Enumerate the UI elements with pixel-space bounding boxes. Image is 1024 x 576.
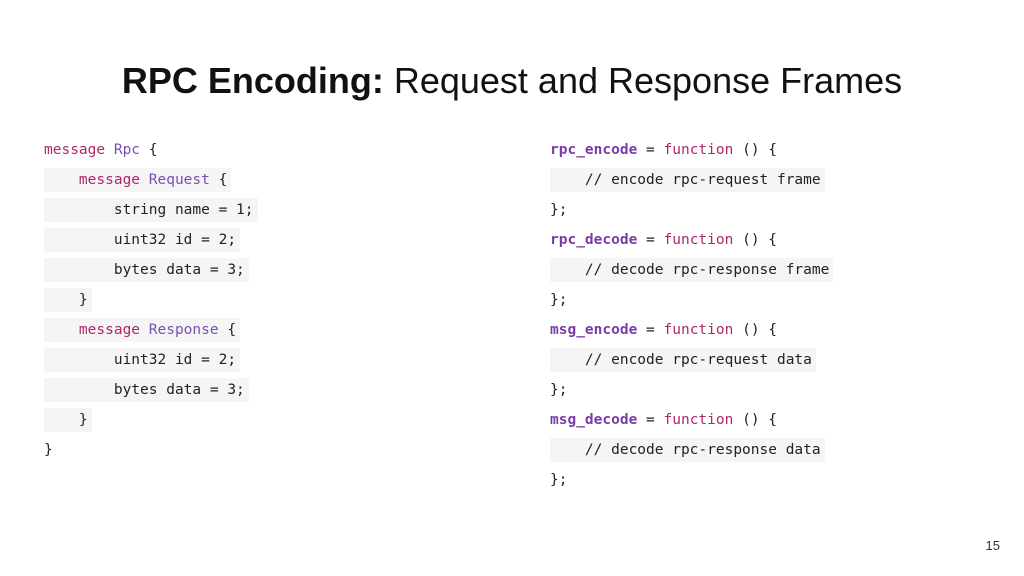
- code-line: };: [550, 198, 833, 228]
- code-text: bytes data = 3;: [44, 258, 249, 282]
- code-line: bytes data = 3;: [44, 258, 258, 288]
- code-text: {: [209, 172, 228, 188]
- code-text: };: [550, 202, 568, 218]
- code-text: () {: [733, 412, 778, 428]
- code-text: =: [637, 412, 664, 428]
- code-text: =: [637, 232, 664, 248]
- protobuf-code-block: message Rpc { message Request { string n…: [44, 138, 258, 468]
- code-line: }: [44, 408, 258, 438]
- code-line: message Rpc {: [44, 138, 258, 168]
- code-comment: // decode rpc-response data: [550, 438, 825, 462]
- code-space: [105, 142, 114, 158]
- code-text: () {: [733, 322, 778, 338]
- code-type-name: Rpc: [113, 142, 141, 158]
- code-line: };: [550, 468, 833, 498]
- code-keyword: function: [663, 322, 734, 338]
- code-line: uint32 id = 2;: [44, 228, 258, 258]
- code-line: }: [44, 288, 258, 318]
- code-line: message Response {: [44, 318, 258, 348]
- code-keyword: function: [663, 232, 734, 248]
- code-keyword: message: [44, 142, 106, 158]
- code-line: };: [550, 378, 833, 408]
- slide-title: RPC Encoding: Request and Response Frame…: [0, 60, 1024, 102]
- code-line: };: [550, 288, 833, 318]
- code-line: msg_decode = function () {: [550, 408, 833, 438]
- code-comment: // decode rpc-response frame: [550, 258, 834, 282]
- code-text: () {: [733, 232, 778, 248]
- function-name: msg_decode: [550, 412, 638, 428]
- code-keyword: function: [663, 412, 734, 428]
- code-line: msg_encode = function () {: [550, 318, 833, 348]
- code-space: [140, 172, 149, 188]
- code-line: // encode rpc-request frame: [550, 168, 833, 198]
- code-text: };: [550, 292, 568, 308]
- code-text: {: [140, 142, 158, 158]
- code-line: bytes data = 3;: [44, 378, 258, 408]
- code-text: };: [550, 472, 568, 488]
- javascript-code-block: rpc_encode = function () { // encode rpc…: [550, 138, 834, 498]
- code-keyword: message: [78, 322, 141, 338]
- code-text: =: [637, 142, 664, 158]
- function-name: rpc_decode: [550, 232, 638, 248]
- code-line: message Request {: [44, 168, 258, 198]
- code-line: // encode rpc-request data: [550, 348, 833, 378]
- code-indent: [44, 322, 79, 338]
- code-line: }: [44, 438, 258, 468]
- code-keyword: message: [78, 172, 141, 188]
- code-comment: // encode rpc-request frame: [550, 168, 825, 192]
- code-text: }: [44, 408, 92, 432]
- code-type-name: Request: [148, 172, 210, 188]
- code-line: rpc_decode = function () {: [550, 228, 833, 258]
- code-text: () {: [733, 142, 778, 158]
- code-text: uint32 id = 2;: [44, 348, 241, 372]
- code-type-name: Response: [148, 322, 219, 338]
- code-text: bytes data = 3;: [44, 378, 249, 402]
- code-comment: // encode rpc-request data: [550, 348, 816, 372]
- code-line: // decode rpc-response data: [550, 438, 833, 468]
- code-text: }: [44, 288, 92, 312]
- page-number: 15: [985, 538, 1000, 553]
- code-keyword: function: [663, 142, 734, 158]
- code-line: uint32 id = 2;: [44, 348, 258, 378]
- code-indent: [44, 172, 79, 188]
- code-text: =: [637, 322, 664, 338]
- function-name: msg_encode: [550, 322, 638, 338]
- code-text: {: [218, 322, 237, 338]
- code-line: rpc_encode = function () {: [550, 138, 833, 168]
- slide-title-rest: Request and Response Frames: [383, 60, 903, 101]
- code-line: // decode rpc-response frame: [550, 258, 834, 288]
- code-text: string name = 1;: [44, 198, 258, 222]
- code-text: uint32 id = 2;: [44, 228, 241, 252]
- code-text: };: [550, 382, 568, 398]
- code-line: string name = 1;: [44, 198, 258, 228]
- code-space: [140, 322, 149, 338]
- slide-title-bold: RPC Encoding:: [121, 60, 384, 101]
- function-name: rpc_encode: [550, 142, 638, 158]
- code-text: }: [44, 442, 53, 458]
